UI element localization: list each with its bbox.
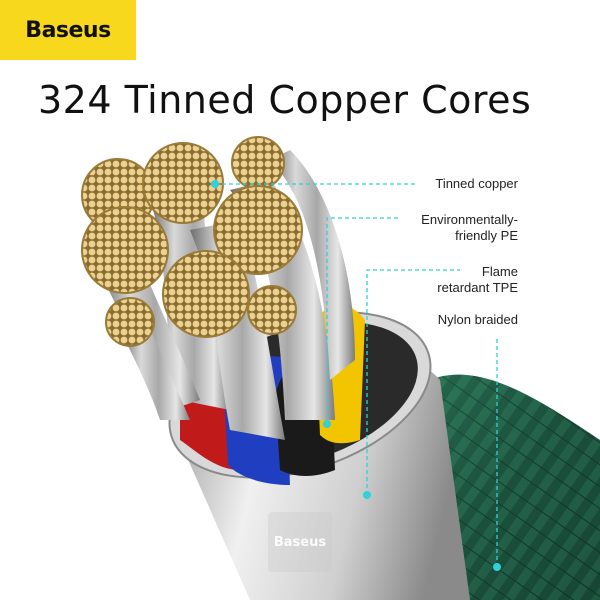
callout-line-tpe [366,269,460,495]
brand-name: Baseus [25,17,111,43]
copper-cores [81,136,303,347]
copper-core [81,206,169,294]
callout-label-pe: Environmentally- friendly PE [421,212,518,243]
watermark-text: Baseus [273,534,327,550]
watermark-logo: Baseus [268,512,332,572]
copper-core [231,136,285,190]
callout-dot-pe [323,420,331,428]
callout-dots [211,180,501,571]
braided-jacket [430,374,600,600]
callout-label-nylon: Nylon braided [437,312,518,327]
headline: 324 Tinned Copper Cores [38,78,532,122]
copper-core [213,185,303,275]
callout-lines [215,183,498,567]
copper-core [142,142,224,224]
callout-label-tpe: Flame retardant TPE [437,264,518,295]
callout-dot-nylon [493,563,501,571]
callout-label-tinned-copper: Tinned copper [435,176,518,191]
copper-core [247,285,297,335]
brand-logo: Baseus [0,0,136,60]
callout-line-pe [326,217,400,424]
copper-core [162,250,250,338]
callout-dot-tpe [363,491,371,499]
copper-core [105,297,155,347]
callout-dot-tinned-copper [211,180,219,188]
